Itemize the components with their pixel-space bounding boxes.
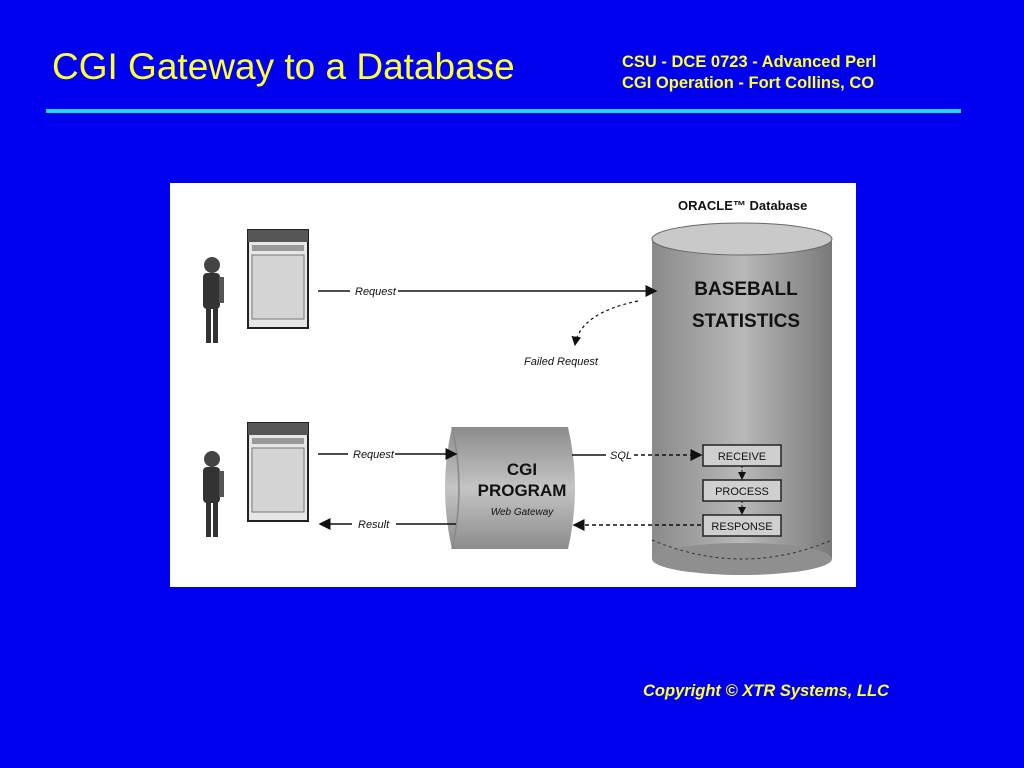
step-process-label: PROCESS <box>715 486 769 498</box>
top-request-label: Request <box>355 286 397 298</box>
bottom-request-label: Request <box>353 449 395 461</box>
cgi-program-block <box>445 426 575 550</box>
cgi-subtitle: Web Gateway <box>491 507 555 518</box>
top-user-icon <box>203 257 224 343</box>
step-response: RESPONSE <box>702 514 782 537</box>
top-browser-icon <box>247 229 309 329</box>
course-line-1: CSU - DCE 0723 - Advanced Perl <box>622 53 877 71</box>
sql-label: SQL <box>610 450 632 462</box>
db-title-line-2: STATISTICS <box>692 311 800 332</box>
step-receive: RECEIVE <box>702 444 782 467</box>
bottom-browser-icon <box>247 422 309 522</box>
db-title-line-1: BASEBALL <box>694 279 798 300</box>
copyright-notice: Copyright © XTR Systems, LLC <box>643 682 889 700</box>
step-process: PROCESS <box>702 479 782 502</box>
failed-request-arrow <box>571 300 639 347</box>
slide-title: CGI Gateway to a Database <box>52 46 515 87</box>
step-receive-label: RECEIVE <box>718 451 766 463</box>
cgi-label-line-2: PROGRAM <box>478 481 567 500</box>
cgi-label-line-1: CGI <box>507 460 537 479</box>
bottom-user-icon <box>203 451 224 537</box>
failed-request-label: Failed Request <box>524 356 599 368</box>
result-label: Result <box>358 519 390 531</box>
oracle-database-label: ORACLE™ Database <box>678 198 807 213</box>
course-info: CSU - DCE 0723 - Advanced Perl CGI Opera… <box>622 52 876 94</box>
title-divider <box>46 109 961 113</box>
cgi-gateway-diagram: ORACLE™ Database BASEBALL STATISTICS REC… <box>170 183 856 587</box>
diagram-canvas: ORACLE™ Database BASEBALL STATISTICS REC… <box>203 198 833 575</box>
step-response-label: RESPONSE <box>711 521 772 533</box>
course-line-2: CGI Operation - Fort Collins, CO <box>622 74 875 92</box>
